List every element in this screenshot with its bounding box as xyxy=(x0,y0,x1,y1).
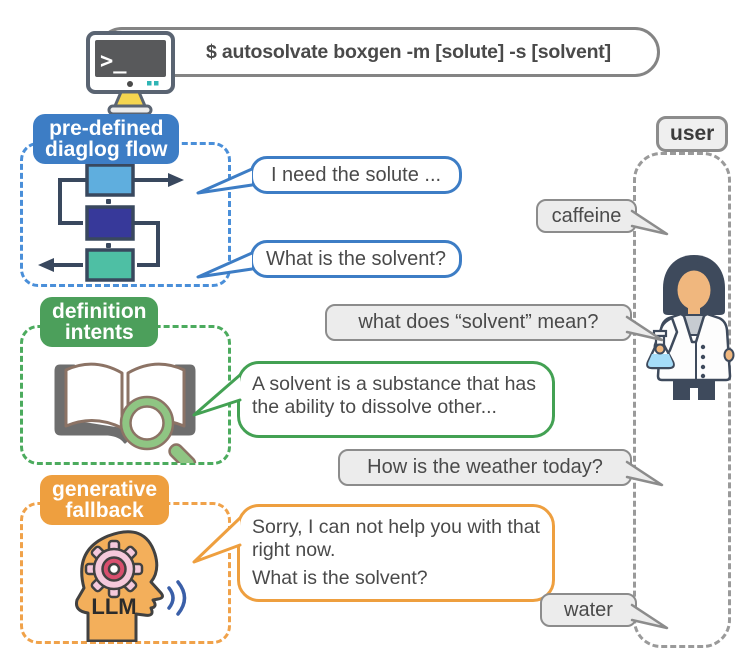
user-bubble-water-text: water xyxy=(564,598,613,621)
user-bubble-weather: How is the weather today? xyxy=(338,449,632,486)
indicator-dot-icon xyxy=(154,81,159,86)
book-magnifier-icon xyxy=(54,362,197,463)
command-bar: $ autosolvate boxgen -m [solute] -s [sol… xyxy=(97,27,660,77)
llm-text: LLM xyxy=(91,594,136,619)
user-bubble-caffeine-text: caffeine xyxy=(551,204,622,227)
bot-bubble-solvent-q1: What is the solvent? xyxy=(250,240,462,278)
command-text: $ autosolvate boxgen -m [solute] -s [sol… xyxy=(206,40,611,63)
generative-fallback-label-line1: generative xyxy=(52,478,158,501)
bubble-tail xyxy=(625,315,664,342)
generative-fallback-label: generative fallback xyxy=(40,475,170,525)
bubble-tail xyxy=(192,516,242,564)
camera-dot-icon xyxy=(127,81,133,87)
dialog-flow-label: pre-defined diaglog flow xyxy=(33,114,180,164)
user-label-text: user xyxy=(670,122,715,145)
bot-bubble-solvent-q1-text: What is the solvent? xyxy=(265,247,447,270)
definition-intents-label-line2: intents xyxy=(64,321,134,344)
bot-bubble-fallback-line1: Sorry, I can not help you with that righ… xyxy=(252,516,540,561)
bubble-tail xyxy=(630,209,669,236)
monitor-stand xyxy=(112,90,148,108)
bot-bubble-fallback-line2: What is the solvent? xyxy=(252,567,428,589)
dialog-flow-label-line1: pre-defined xyxy=(49,117,164,140)
user-bubble-solvent-meaning: what does “solvent” mean? xyxy=(325,304,632,341)
user-bubble-weather-text: How is the weather today? xyxy=(367,456,603,478)
indicator-dot-icon xyxy=(147,81,152,86)
terminal-monitor-icon: >_ xyxy=(86,31,175,116)
bubble-tail xyxy=(196,251,254,279)
user-bubble-solvent-meaning-text: what does “solvent” mean? xyxy=(358,311,599,333)
bubble-tail xyxy=(192,373,242,417)
monitor-base xyxy=(107,104,153,116)
definition-intents-label: definition intents xyxy=(40,297,159,347)
bubble-tail xyxy=(196,167,254,195)
sound-waves-icon xyxy=(167,580,187,616)
gear-icon xyxy=(84,539,144,599)
bot-bubble-solute-text: I need the solute ... xyxy=(270,163,442,186)
coat-buttons xyxy=(700,344,706,379)
user-label: user xyxy=(656,116,729,152)
bot-bubble-definition-text: A solvent is a substance that has the ab… xyxy=(252,373,537,418)
scientist-avatar xyxy=(646,255,735,400)
user-lane xyxy=(633,152,731,648)
llm-head-icon: LLM xyxy=(75,530,187,642)
dialog-flow-label-line2: diaglog flow xyxy=(45,138,168,161)
bubble-tail xyxy=(625,460,664,487)
bot-bubble-fallback: Sorry, I can not help you with that righ… xyxy=(237,504,555,602)
terminal-prompt-text: >_ xyxy=(100,49,127,74)
user-bubble-caffeine: caffeine xyxy=(536,199,637,233)
bot-bubble-solute: I need the solute ... xyxy=(250,156,462,194)
bubble-tail xyxy=(630,603,669,630)
flowchart-icon xyxy=(38,163,184,282)
bot-bubble-definition: A solvent is a substance that has the ab… xyxy=(237,361,555,438)
generative-fallback-label-line2: fallback xyxy=(65,499,144,522)
definition-intents-label-line1: definition xyxy=(52,300,147,323)
user-bubble-water: water xyxy=(540,593,637,627)
